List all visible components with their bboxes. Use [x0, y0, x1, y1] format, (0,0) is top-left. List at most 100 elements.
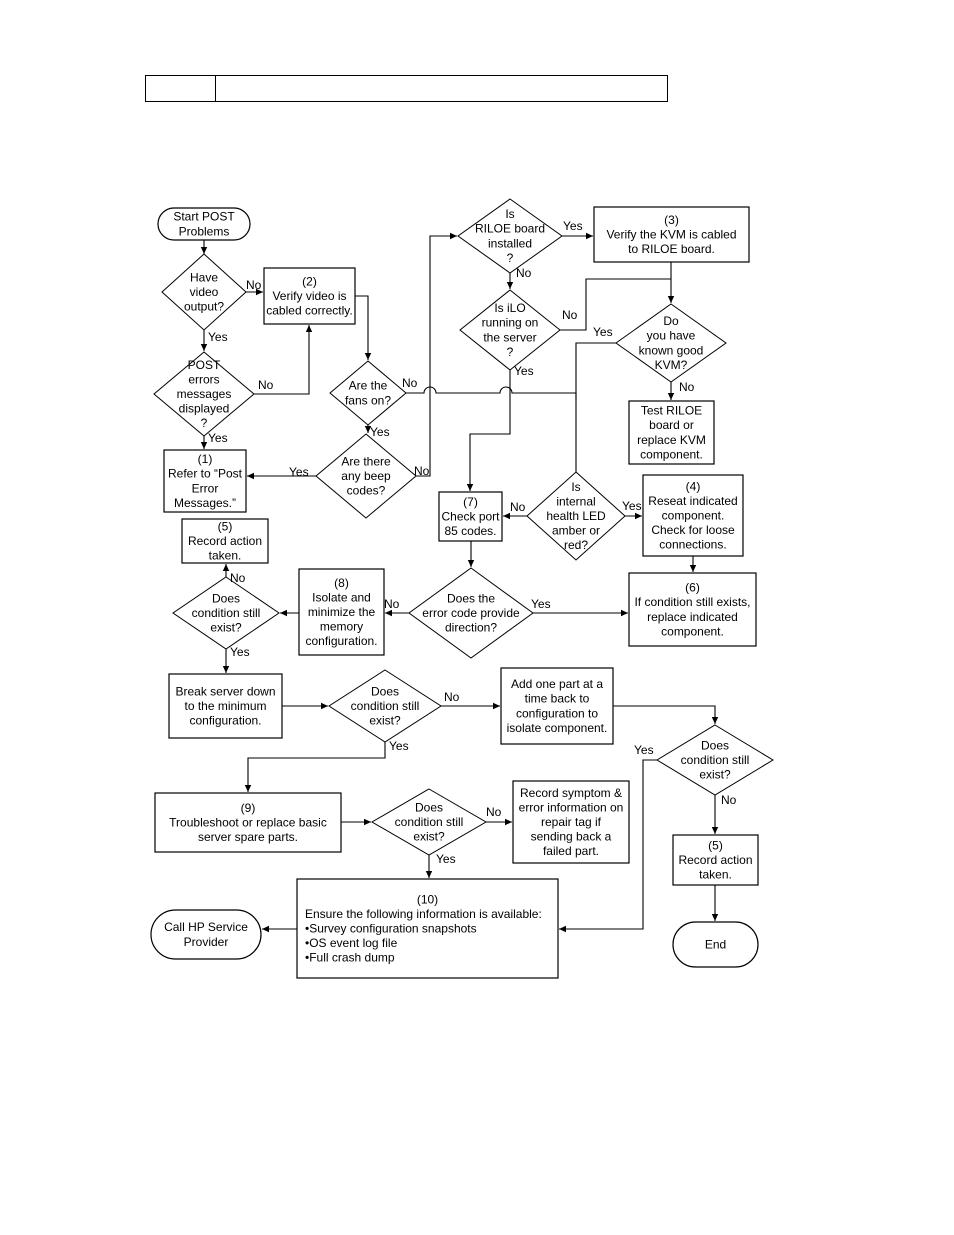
node-b6: (6)If condition still exists,replace ind…	[628, 572, 757, 647]
node-text-line: Does	[701, 738, 729, 752]
decision-diamond	[371, 788, 487, 856]
node-text-line: Reseat indicated	[648, 494, 737, 508]
yes-label: Yes	[289, 465, 309, 479]
node-text-line: exist?	[369, 714, 401, 728]
decision-diamond	[656, 724, 774, 796]
node-text-line: (9)	[241, 801, 256, 815]
node-text-line: output?	[184, 300, 224, 314]
node-text-line: to the minimum	[184, 699, 266, 713]
node-text-line: Record action	[188, 534, 262, 548]
node-text-line: the server	[483, 330, 536, 344]
node-text-line: video	[190, 285, 219, 299]
yes-label: Yes	[634, 743, 654, 757]
no-label: No	[516, 266, 532, 280]
decision-diamond	[172, 576, 280, 650]
node-text-line: running on	[482, 316, 539, 330]
node-text-line: Does the	[447, 591, 495, 605]
connector-arrow	[244, 742, 386, 792]
no-label: No	[402, 376, 418, 390]
node-text-line: Are the	[349, 379, 388, 393]
node-text-line: Do	[663, 314, 679, 328]
connector-arrow	[466, 370, 511, 491]
node-text-line: installed	[488, 236, 532, 250]
node-text-line: condition still	[351, 699, 420, 713]
header-table	[145, 75, 668, 102]
node-text-line: Start POST	[173, 210, 235, 224]
process-box	[500, 667, 614, 745]
connectors	[200, 232, 719, 933]
no-label: No	[721, 793, 737, 807]
yes-label: Yes	[436, 852, 456, 866]
node-text-line: (7)	[463, 495, 478, 509]
decision-diamond	[153, 351, 255, 437]
connector-arrow	[355, 295, 372, 360]
node-text-line: configuration to	[516, 706, 598, 720]
node-text-line: to RILOE board.	[628, 242, 715, 256]
node-text-line: Is iLO	[494, 301, 525, 315]
no-label: No	[510, 500, 526, 514]
node-text-line: Messages.”	[174, 496, 236, 510]
node-text-line: exist?	[699, 768, 731, 782]
node-text-line: replace indicated	[647, 610, 738, 624]
no-label: No	[679, 380, 695, 394]
process-box	[593, 206, 750, 263]
yes-label: Yes	[563, 219, 583, 233]
node-text-line: condition still	[395, 815, 464, 829]
no-label: No	[414, 464, 430, 478]
node-text-line: Test RILOE	[641, 404, 702, 418]
node-text-line: Are there	[341, 454, 391, 468]
node-text-line: codes?	[347, 484, 386, 498]
connector-arrow	[406, 386, 580, 516]
node-b-rec: Record symptom &error information onrepa…	[512, 780, 630, 864]
node-text-line: amber or	[552, 524, 600, 538]
no-label: No	[444, 690, 460, 704]
node-text-line: errors	[188, 372, 219, 386]
node-text-line: any beep	[341, 469, 391, 483]
decision-diamond	[408, 567, 534, 659]
process-box	[628, 400, 715, 465]
node-text-line: board or	[649, 418, 694, 432]
node-text-line: cabled correctly.	[266, 304, 352, 318]
connector-arrow	[416, 232, 457, 477]
process-box	[154, 792, 342, 853]
node-text-line: component.	[640, 447, 703, 461]
process-box	[298, 568, 385, 656]
decision-diamond	[615, 303, 727, 383]
yes-label: Yes	[370, 425, 390, 439]
node-end: End	[672, 921, 759, 968]
node-text-line: Call HP Service	[164, 920, 248, 934]
node-text-line: sending back a	[531, 830, 612, 844]
node-text-line: internal	[556, 494, 595, 508]
node-text-line: component.	[661, 624, 724, 638]
node-text-line: Record symptom &	[520, 786, 622, 800]
yes-label: Yes	[208, 431, 228, 445]
node-text-line: exist?	[210, 621, 242, 635]
node-text-line: condition still	[192, 606, 261, 620]
decision-diamond	[526, 471, 626, 561]
decision-diamond	[329, 360, 407, 426]
node-text-line: red?	[564, 538, 588, 552]
node-text-line: Is	[571, 480, 580, 494]
process-box	[438, 491, 503, 542]
decision-diamond	[161, 253, 247, 331]
no-label: No	[230, 571, 246, 585]
terminal-shape	[150, 909, 262, 960]
process-box	[296, 878, 559, 979]
no-label: No	[486, 805, 502, 819]
node-text-line: •Full crash dump	[305, 951, 395, 965]
no-label: No	[562, 308, 578, 322]
no-label: No	[246, 278, 262, 292]
node-text-line: Verify video is	[272, 289, 346, 303]
